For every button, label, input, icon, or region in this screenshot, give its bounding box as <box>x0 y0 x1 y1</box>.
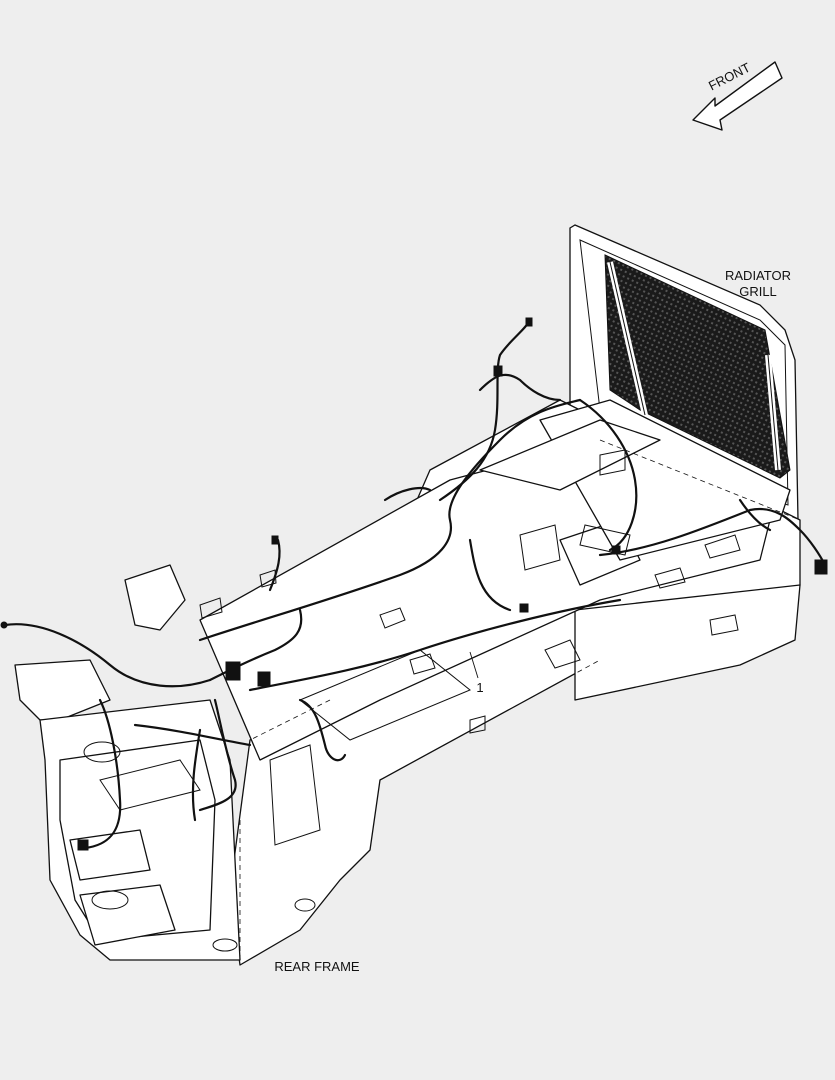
radiator-grill-label-line2: GRILL <box>739 284 777 299</box>
hidden-lines <box>239 439 801 960</box>
rear-frame-body <box>14 399 801 966</box>
callout-number: 1 <box>476 680 484 695</box>
connectors <box>0 317 828 851</box>
rear-frame-label: REAR FRAME <box>274 959 360 974</box>
frame-details <box>83 449 741 952</box>
front-arrow-icon <box>692 61 783 131</box>
radiator-grill-label: RADIATOR GRILL <box>712 268 804 300</box>
callout-leader <box>469 651 479 679</box>
wiring-harness <box>3 318 827 850</box>
radiator-grill-label-line1: RADIATOR <box>725 268 791 283</box>
